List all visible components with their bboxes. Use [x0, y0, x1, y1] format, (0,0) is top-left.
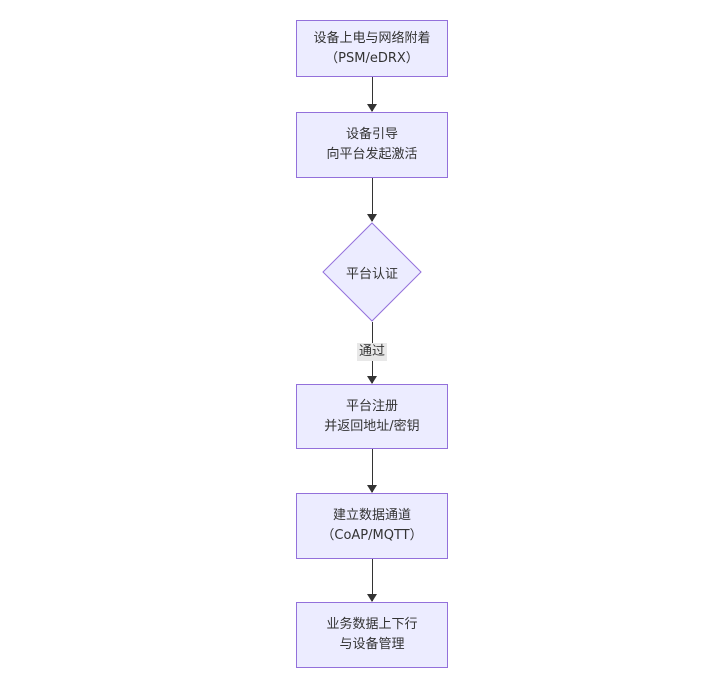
edge-line — [371, 449, 373, 492]
node-label-line: 平台注册 — [345, 398, 398, 414]
edge-line — [371, 559, 373, 601]
edge-line — [371, 178, 373, 221]
decision-platform-auth: 平台认证 — [322, 222, 422, 322]
arrowhead-down-icon — [367, 485, 377, 493]
node-label-line: 建立数据通道 — [332, 508, 411, 523]
node-label-line: 业务数据上下行 — [326, 617, 418, 632]
arrowhead-down-icon — [367, 594, 377, 602]
edge-power-to-bootstrap — [296, 77, 448, 112]
node-device-bootstrap-activate: 设备引导 向平台发起激活 — [296, 112, 448, 178]
node-label-line: （PSM/eDRX） — [325, 50, 419, 66]
node-label-line: 并返回地址/密钥 — [324, 418, 420, 434]
node-label-line: 向平台发起激活 — [326, 147, 418, 162]
arrowhead-down-icon — [367, 214, 377, 222]
node-device-power-network-attach: 设备上电与网络附着 （PSM/eDRX） — [296, 20, 448, 77]
edge-auth-to-register: 通过 — [296, 322, 448, 384]
diamond-shape — [322, 222, 422, 322]
edge-register-to-channel — [296, 449, 448, 493]
node-business-data-management: 业务数据上下行 与设备管理 — [296, 602, 448, 668]
arrowhead-down-icon — [367, 104, 377, 112]
node-label-line: 设备上电与网络附着 — [313, 30, 431, 46]
flowchart: 设备上电与网络附着 （PSM/eDRX） 设备引导 向平台发起激活 平台认证 通… — [296, 20, 448, 668]
edge-bootstrap-to-auth — [296, 178, 448, 222]
edge-label-pass: 通过 — [356, 343, 388, 361]
node-label-line: （CoAP/MQTT） — [321, 528, 423, 543]
decision-label: 平台认证 — [345, 266, 398, 282]
node-label-line: 设备引导 — [345, 127, 398, 142]
node-platform-register: 平台注册 并返回地址/密钥 — [296, 384, 448, 449]
arrowhead-down-icon — [367, 376, 377, 384]
node-label-line: 与设备管理 — [339, 637, 405, 652]
node-data-channel: 建立数据通道 （CoAP/MQTT） — [296, 493, 448, 559]
edge-channel-to-business — [296, 559, 448, 602]
edge-line — [371, 77, 373, 111]
